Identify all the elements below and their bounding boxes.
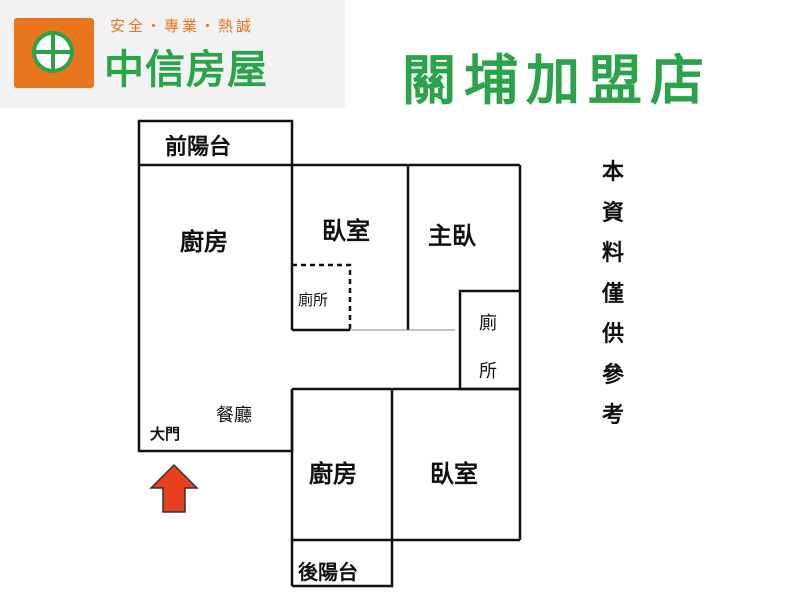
front-balcony-outline <box>137 119 294 167</box>
brand-name: 中信房屋 <box>104 47 268 93</box>
room-bedroom-bottom: 臥室 <box>430 459 478 488</box>
room-toilet-small: 廁所 <box>298 291 329 309</box>
note-char: 參 <box>601 361 624 388</box>
note-char: 資 <box>601 199 624 226</box>
room-bedroom-top: 臥室 <box>322 216 370 245</box>
room-master-bedroom: 主臥 <box>428 221 476 250</box>
store-name: 關埔加盟店 <box>402 48 712 112</box>
room-back-balcony: 後陽台 <box>298 560 358 584</box>
room-toilet-right-1: 廁 <box>479 313 497 334</box>
note-char: 料 <box>601 240 624 266</box>
room-dining: 餐廳 <box>216 405 252 426</box>
main-door-label: 大門 <box>150 425 181 443</box>
disclaimer-note: 本 資 料 僅 供 參 考 <box>598 152 628 436</box>
room-kitchen-top: 廚房 <box>180 227 228 256</box>
room-kitchen-bottom: 廚房 <box>309 459 357 488</box>
note-char: 僅 <box>601 280 624 307</box>
room-toilet-right-2: 所 <box>479 361 497 382</box>
note-char: 考 <box>601 402 624 428</box>
note-char: 本 <box>601 159 624 185</box>
globe-icon <box>32 31 74 73</box>
note-char: 供 <box>601 321 624 347</box>
room-front-balcony: 前陽台 <box>165 134 232 160</box>
arrow-up-icon <box>149 463 199 513</box>
brand-slogan: 安全・專業・熱誠 <box>110 17 255 35</box>
